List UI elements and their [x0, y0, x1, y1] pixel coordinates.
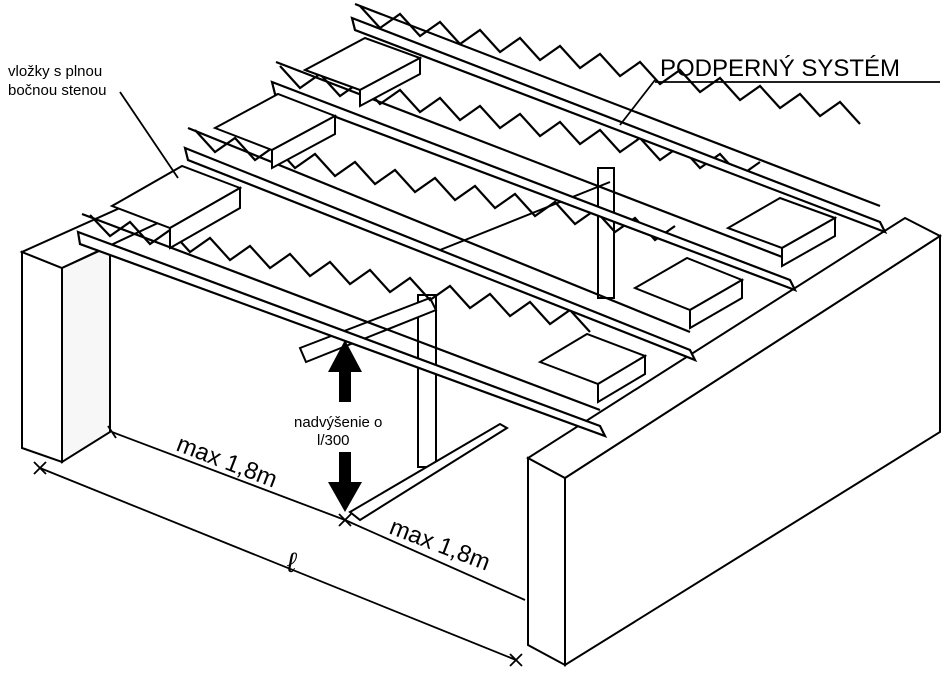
support-system-label: PODPERNÝ SYSTÉM: [660, 55, 900, 82]
camber-arrow: [328, 340, 362, 512]
insert-blocks: [109, 36, 838, 404]
insert-label-line2: bočnou stenou: [8, 82, 106, 99]
camber-label-line2: l/300: [317, 432, 350, 449]
insert-label-line1: vložky s plnou: [8, 63, 102, 80]
right-wall: [526, 216, 942, 667]
support-props: [298, 167, 615, 522]
girders: [76, 2, 888, 438]
dimension-lines: [33, 79, 656, 667]
left-wall: [19, 206, 163, 464]
camber-label-line1: nadvýšenie o: [294, 414, 382, 431]
span-total-label: ℓ: [286, 547, 298, 578]
